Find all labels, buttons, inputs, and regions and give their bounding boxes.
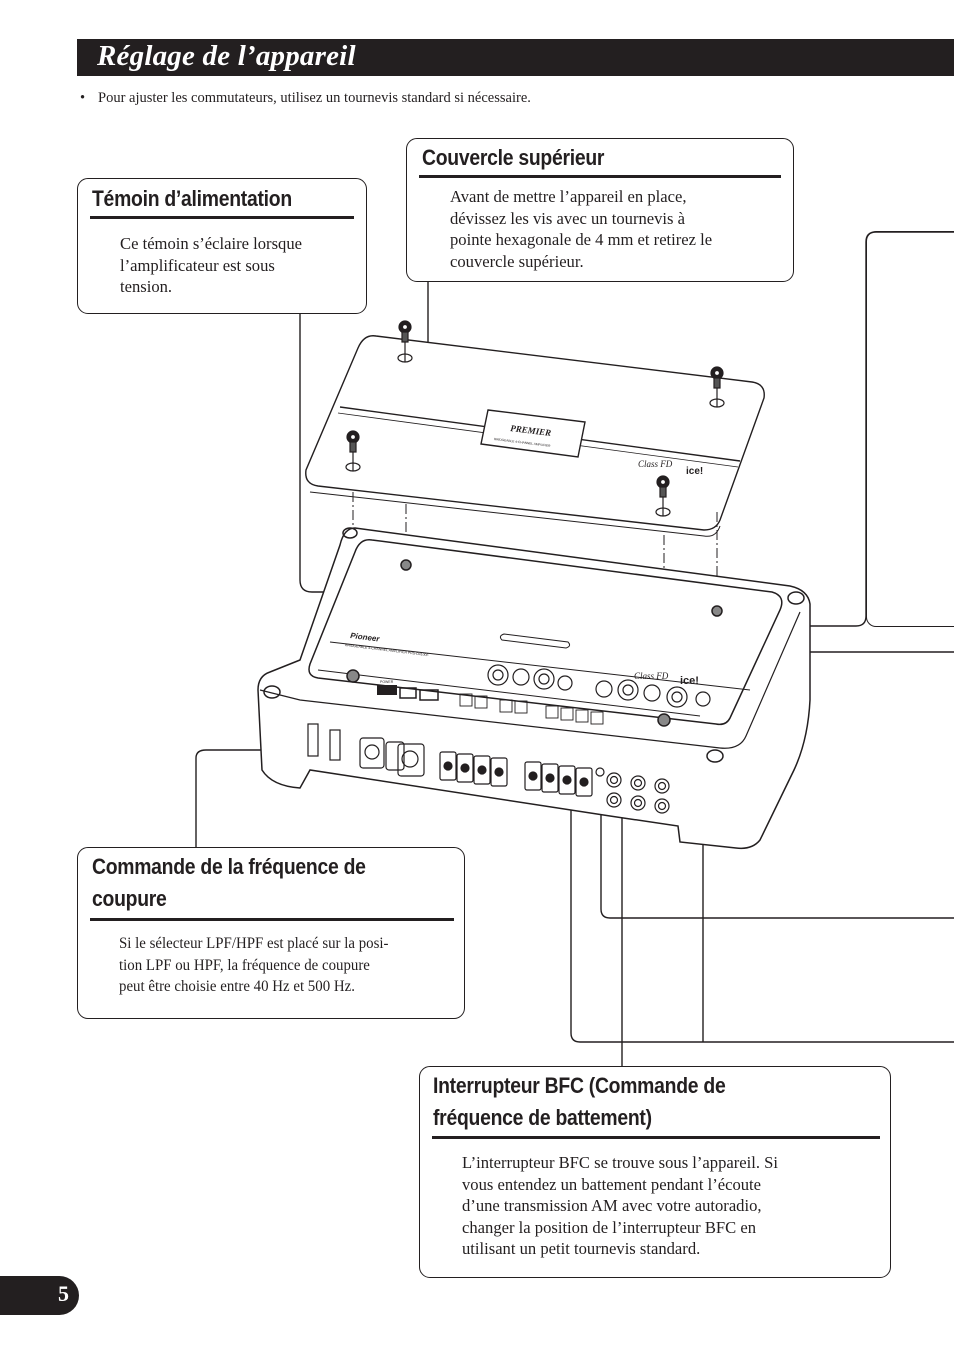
panel-brand: Pioneer [350, 631, 381, 644]
screw-icon [345, 430, 361, 472]
screw-icons [345, 320, 725, 517]
callout-top-cover: Couvercle supérieur Avant de mettre l’ap… [406, 138, 794, 282]
title-rule [419, 175, 781, 178]
callout-title: Commande de la fréquence de coupure [92, 854, 366, 911]
callout-power-indicator: Témoin d’alimentation Ce témoin s’éclair… [77, 178, 367, 314]
cover-badge-ice: ice! [686, 466, 703, 477]
cover-label-brand: PREMIER [510, 423, 552, 438]
screw-icon [655, 475, 671, 517]
callout-title: Couvercle supérieur [422, 145, 605, 170]
callout-body: Si le sélecteur LPF/HPF est placé sur la… [119, 935, 389, 995]
amplifier-body: Pioneer BRIDGEABLE 4-CHANNEL AMPLIFIER P… [257, 527, 811, 850]
section-title-bar: Réglage de l’appareil [77, 39, 954, 76]
leader-right-low2 [570, 688, 954, 1043]
callout-offpage-frame [866, 231, 954, 627]
callout-crossover: Commande de la fréquence de coupure Si l… [77, 847, 465, 1019]
top-cover: PREMIER BRIDGEABLE 4-CHANNEL AMPLIFIER C… [305, 335, 765, 537]
callout-bfc-switch: Interrupteur BFC (Commande de fréquence … [419, 1066, 891, 1278]
intro-text: Pour ajuster les commutateurs, utilisez … [98, 90, 531, 106]
page-number-tab: 5 [0, 1276, 79, 1315]
callout-title: Interrupteur BFC (Commande de fréquence … [433, 1073, 726, 1130]
screw-icon [709, 366, 725, 408]
title-rule [90, 216, 354, 219]
bullet: • [80, 90, 86, 106]
title-rule [432, 1136, 880, 1139]
panel-ice: ice! [680, 675, 699, 687]
cover-label-sub: BRIDGEABLE 4-CHANNEL AMPLIFIER [494, 437, 551, 448]
callout-body: Ce témoin s’éclaire lorsque l’amplificat… [120, 234, 303, 296]
intro-note: • Pour ajuster les commutateurs, utilisez… [80, 90, 531, 107]
callout-body: Avant de mettre l’appareil en place, dév… [450, 187, 713, 271]
panel-power-label: POWER [380, 680, 394, 684]
callout-body: L’interrupteur BFC se trouve sous l’appa… [462, 1153, 779, 1258]
page-number: 5 [58, 1281, 69, 1306]
panel-classfd: Class FD [634, 671, 669, 681]
title-rule [90, 918, 454, 921]
callout-title: Témoin d’alimentation [92, 186, 292, 211]
leader-right-low1 [600, 690, 954, 919]
cover-badge-classfd: Class FD [638, 459, 673, 469]
section-title: Réglage de l’appareil [97, 40, 356, 72]
screw-icon [397, 320, 413, 363]
